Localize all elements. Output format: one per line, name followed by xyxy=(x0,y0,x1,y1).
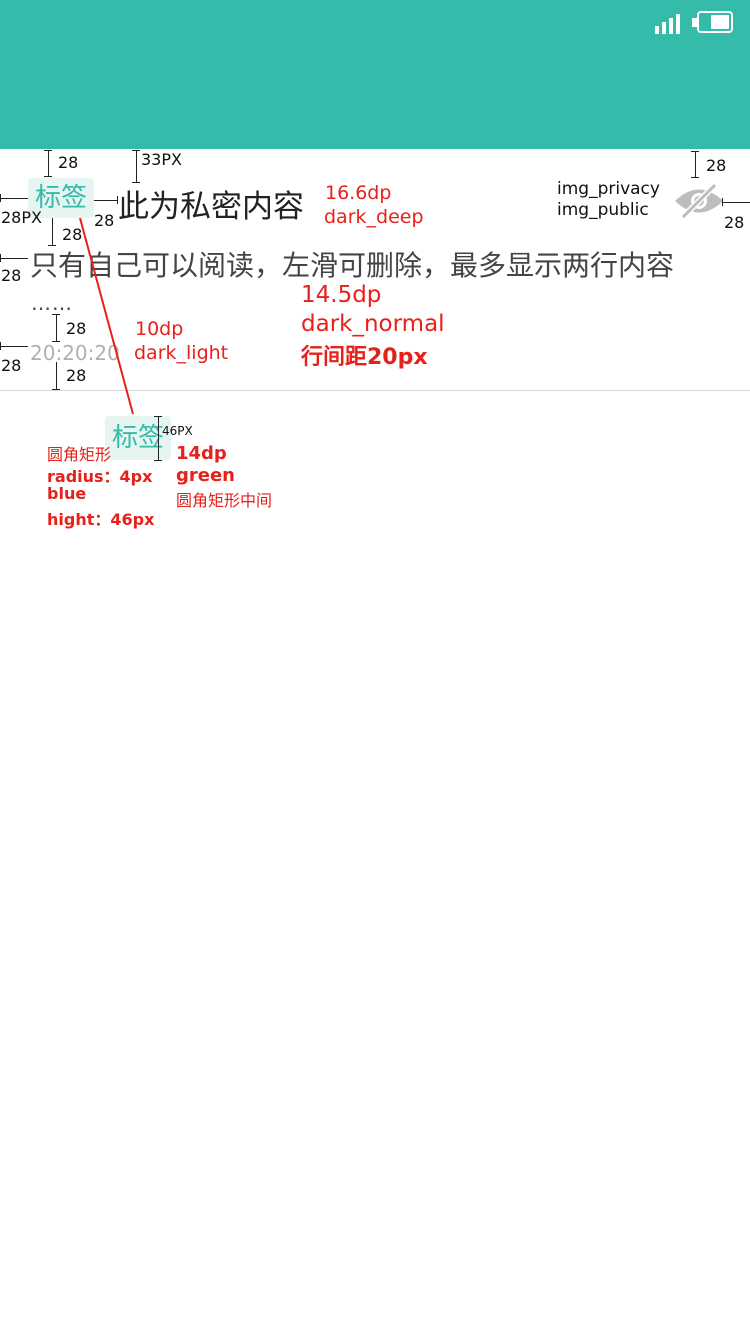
signal-icon xyxy=(655,14,685,34)
label-img-public: img_public xyxy=(557,200,649,220)
label-time-left: 28 xyxy=(1,356,22,375)
label-tag-hight: hight：46px xyxy=(47,510,155,529)
item-time: 20:20:20 xyxy=(30,341,120,365)
callout-arrow xyxy=(79,217,134,415)
label-icon-top: 28 xyxy=(706,156,727,175)
tag-demo: 标签 xyxy=(105,416,171,460)
label-tag-font: 14dp xyxy=(176,443,227,464)
label-time-bottom: 28 xyxy=(66,366,87,385)
label-tag-center: 圆角矩形中间 xyxy=(176,491,273,510)
item-content[interactable]: 只有自己可以阅读，左滑可删除，最多显示两行内容 xyxy=(30,249,675,282)
eye-off-icon[interactable] xyxy=(673,182,725,220)
label-content-color: dark_normal xyxy=(301,311,445,337)
label-content-left: 28 xyxy=(1,266,22,285)
label-tag-height: 46PX xyxy=(162,424,193,438)
item-title[interactable]: 此为私密内容 xyxy=(118,189,304,225)
label-tag-radius: radius：4px xyxy=(47,467,153,486)
label-content-font: 14.5dp xyxy=(301,282,382,308)
label-tag-top: 28 xyxy=(58,153,79,172)
label-tag-shape: 圆角矩形 xyxy=(47,445,112,464)
label-title-top: 33PX xyxy=(141,150,182,169)
label-tag-blue: blue xyxy=(47,484,87,503)
label-title-color: dark_deep xyxy=(324,206,424,228)
label-time-color: dark_light xyxy=(134,342,229,364)
label-time-top: 28 xyxy=(66,319,87,338)
label-tag-bottom: 28 xyxy=(62,225,83,244)
label-img-privacy: img_privacy xyxy=(557,179,660,199)
label-time-font: 10dp xyxy=(135,318,184,340)
label-content-spacing: 行间距20px xyxy=(301,345,428,370)
header-bar xyxy=(0,0,750,149)
tag-badge: 标签 xyxy=(28,178,94,218)
item-divider xyxy=(0,390,750,391)
label-tag-left: 28PX xyxy=(1,208,42,227)
label-tag-title: 28 xyxy=(94,211,115,230)
label-icon-right: 28 xyxy=(724,213,745,232)
label-tag-green: green xyxy=(176,465,235,486)
battery-icon xyxy=(692,11,733,33)
label-title-font: 16.6dp xyxy=(325,182,392,204)
item-content-ellipsis: …… xyxy=(31,291,73,315)
